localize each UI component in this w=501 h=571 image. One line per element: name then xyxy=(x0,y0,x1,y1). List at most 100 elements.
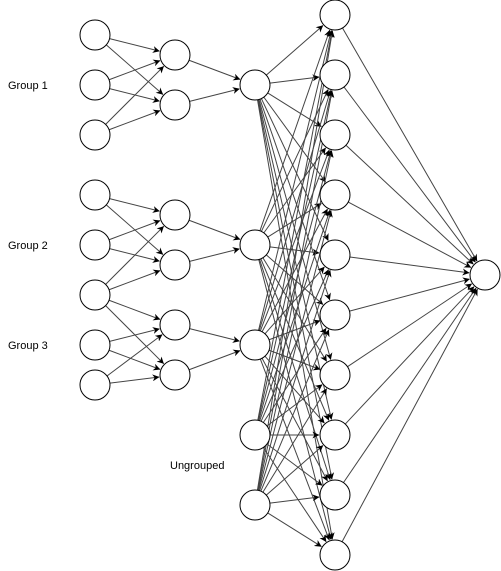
edge-hidden3-3-to-output xyxy=(347,201,472,268)
edge-hidden2-0-to-hidden3-2 xyxy=(267,92,322,127)
group-1-label: Group 1 xyxy=(8,80,48,92)
edge-hidden2-3-to-hidden3-8 xyxy=(266,443,323,486)
edge-hidden2-4-to-hidden3-5 xyxy=(260,329,330,492)
connections xyxy=(105,25,478,547)
hidden1-node-3 xyxy=(159,249,191,281)
group-2-label: Group 2 xyxy=(8,240,48,252)
edge-group1-input-2-to-hidden1-0 xyxy=(105,65,165,125)
edge-hidden2-2-to-hidden3-1 xyxy=(258,90,332,331)
hidden3-node-3 xyxy=(319,179,351,211)
edge-group3-input-7-to-hidden1-4 xyxy=(106,334,163,377)
edge-hidden2-2-to-hidden3-8 xyxy=(261,357,328,482)
edge-hidden3-8-to-output xyxy=(343,287,477,483)
edge-hidden2-4-to-hidden3-9 xyxy=(267,512,322,547)
edge-hidden2-4-to-hidden3-3 xyxy=(258,210,333,491)
edge-hidden2-4-to-hidden3-0 xyxy=(256,30,335,491)
edge-hidden2-0-to-hidden3-3 xyxy=(263,96,326,183)
edge-group2-input-5-to-hidden1-2 xyxy=(105,225,165,285)
edge-group2-input-3-to-hidden1-2 xyxy=(109,198,160,213)
edge-hidden2-0-to-hidden3-6 xyxy=(258,99,333,360)
edge-hidden2-0-to-hidden3-0 xyxy=(265,25,324,76)
input-node-2 xyxy=(79,119,111,151)
edge-hidden1-5-to-hidden2-2 xyxy=(188,349,241,371)
input-node-5 xyxy=(79,279,111,311)
edge-hidden2-2-to-hidden3-5 xyxy=(268,319,321,341)
hidden3-node-2 xyxy=(319,119,351,151)
edge-group3-input-7-to-hidden1-5 xyxy=(109,374,160,384)
ungrouped-node-3 xyxy=(239,419,271,451)
edge-hidden2-1-to-hidden3-9 xyxy=(258,259,333,540)
hidden1-node-4 xyxy=(159,309,191,341)
ungrouped-label: Ungrouped xyxy=(170,460,224,472)
edge-hidden2-3-to-hidden3-3 xyxy=(259,209,332,421)
neurons xyxy=(79,0,501,571)
edge-hidden1-1-to-hidden2-0 xyxy=(189,87,240,102)
edge-hidden2-2-to-hidden3-4 xyxy=(264,266,325,335)
hidden3-node-7 xyxy=(319,419,351,451)
input-node-4 xyxy=(79,229,111,261)
edge-hidden2-2-to-hidden3-3 xyxy=(261,208,328,333)
edge-hidden2-2-to-hidden3-7 xyxy=(264,355,325,424)
edge-hidden3-2-to-output xyxy=(345,144,474,265)
edge-group1-input-1-to-hidden1-0 xyxy=(108,59,161,81)
edge-hidden2-1-to-hidden3-3 xyxy=(267,203,322,238)
input-node-3 xyxy=(79,179,111,211)
edge-hidden2-4-to-hidden3-4 xyxy=(259,269,332,491)
edge-hidden2-2-to-hidden3-6 xyxy=(268,349,321,371)
edge-hidden1-0-to-hidden2-0 xyxy=(188,59,241,81)
edge-hidden1-2-to-hidden2-1 xyxy=(188,219,241,241)
edge-hidden2-1-to-hidden3-8 xyxy=(259,259,332,481)
edge-hidden2-3-to-hidden3-5 xyxy=(262,328,327,423)
edge-group1-input-2-to-hidden1-1 xyxy=(108,109,161,131)
edge-hidden3-1-to-output xyxy=(343,86,476,263)
input-node-0 xyxy=(79,19,111,51)
edge-hidden2-3-to-hidden3-2 xyxy=(258,150,333,421)
edge-hidden2-1-to-hidden3-0 xyxy=(259,29,331,231)
edge-hidden2-0-to-hidden3-5 xyxy=(259,99,331,301)
hidden1-node-0 xyxy=(159,39,191,71)
hidden3-node-6 xyxy=(319,359,351,391)
edge-hidden2-4-to-hidden3-7 xyxy=(265,445,324,496)
hidden3-node-5 xyxy=(319,299,351,331)
edge-hidden2-0-to-hidden3-1 xyxy=(269,74,320,84)
edge-hidden3-0-to-output xyxy=(342,27,478,262)
edge-hidden3-5-to-output xyxy=(349,277,470,312)
edge-hidden3-7-to-output xyxy=(344,286,475,425)
hidden3-node-1 xyxy=(319,59,351,91)
edge-group3-input-5-to-hidden1-4 xyxy=(108,299,161,321)
edge-hidden2-3-to-hidden3-1 xyxy=(257,90,334,421)
hidden3-node-8 xyxy=(319,479,351,511)
hidden3-node-4 xyxy=(319,239,351,271)
hidden2-node-1 xyxy=(239,229,271,261)
edge-hidden3-6-to-output xyxy=(347,283,472,368)
edge-group2-input-5-to-hidden1-3 xyxy=(108,269,161,291)
edge-hidden2-2-to-hidden3-2 xyxy=(259,149,331,332)
hidden3-node-0 xyxy=(319,0,351,31)
hidden2-node-2 xyxy=(239,329,271,361)
edge-hidden2-1-to-hidden3-5 xyxy=(265,254,324,305)
hidden1-node-2 xyxy=(159,199,191,231)
input-node-7 xyxy=(79,369,111,401)
edge-group3-input-6-to-hidden1-4 xyxy=(109,327,160,342)
edge-hidden1-3-to-hidden2-1 xyxy=(189,247,240,262)
edge-hidden2-3-to-hidden3-0 xyxy=(257,30,335,421)
edge-hidden2-1-to-hidden3-1 xyxy=(260,89,329,232)
group-3-label: Group 3 xyxy=(8,340,48,352)
edge-group2-input-4-to-hidden1-2 xyxy=(108,219,161,241)
edge-hidden2-3-to-hidden3-6 xyxy=(266,384,323,427)
edge-hidden3-4-to-output xyxy=(349,256,470,276)
edge-hidden2-3-to-hidden3-9 xyxy=(262,447,327,542)
edge-hidden2-4-to-hidden3-8 xyxy=(269,494,320,504)
hidden1-node-1 xyxy=(159,89,191,121)
edge-hidden2-2-to-hidden3-0 xyxy=(258,30,334,331)
input-node-6 xyxy=(79,329,111,361)
hidden2-node-0 xyxy=(239,69,271,101)
hidden1-node-5 xyxy=(159,359,191,391)
edge-group3-input-6-to-hidden1-5 xyxy=(108,349,161,371)
output-node xyxy=(469,259,501,291)
edge-hidden2-2-to-hidden3-9 xyxy=(259,358,331,541)
edge-hidden3-9-to-output xyxy=(341,288,478,543)
hidden3-node-9 xyxy=(319,539,351,571)
edge-hidden2-4-to-hidden3-6 xyxy=(262,388,328,493)
